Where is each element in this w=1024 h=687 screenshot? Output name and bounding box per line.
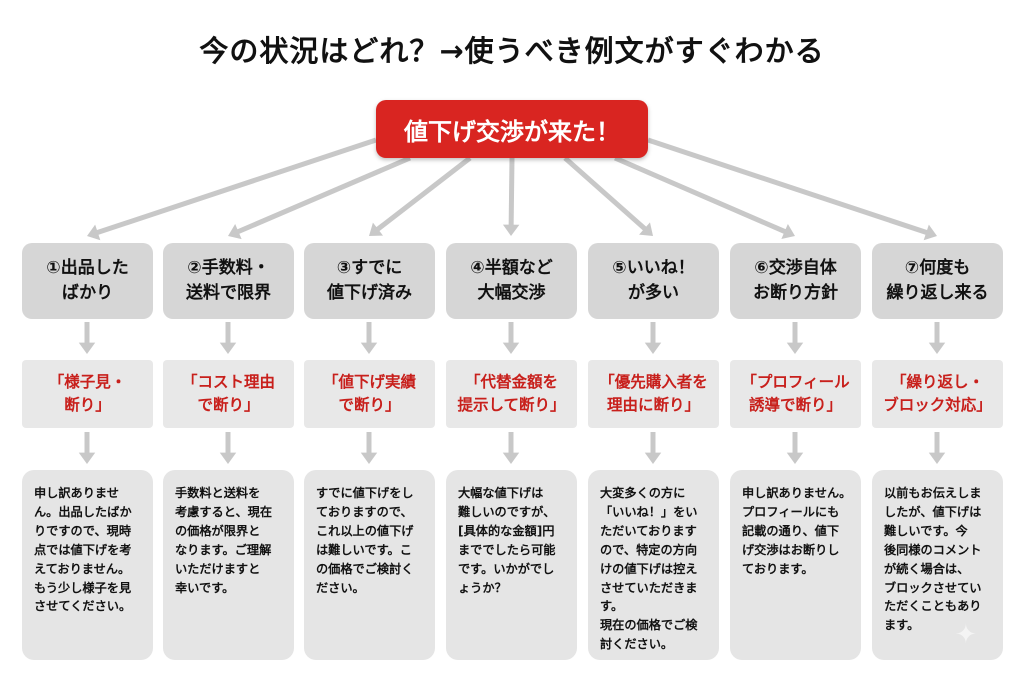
strategy-node: 「プロフィール 誘導で断り」 bbox=[730, 360, 861, 428]
example-text-box: 申し訳ありません。 プロフィールにも 記載の通り、値下 げ交渉はお断りし ており… bbox=[730, 470, 861, 660]
example-text-box: 手数料と送料を 考慮すると、現在 の価格が限界と なります。ご理解 いただけます… bbox=[163, 470, 294, 660]
page-title: 今の状況はどれ？→使うべき例文がすぐわかる bbox=[199, 34, 825, 68]
root-to-situation-arrow bbox=[502, 157, 520, 236]
root-to-situation-arrow bbox=[87, 137, 377, 241]
strategy-node: 「優先購入者を 理由に断り」 bbox=[588, 360, 719, 428]
situation-node: ①出品した ばかり bbox=[22, 243, 153, 319]
situation-node: ④半額など 大幅交渉 bbox=[446, 243, 577, 319]
root-to-situation-arrow bbox=[614, 155, 795, 240]
strategy-to-example-arrow bbox=[644, 432, 662, 464]
situation-node: ③すでに 値下げ済み bbox=[304, 243, 435, 319]
strategy-to-example-arrow bbox=[78, 432, 96, 464]
situation-node: ②手数料・ 送料で限界 bbox=[163, 243, 294, 319]
strategy-to-example-arrow bbox=[219, 432, 237, 464]
situation-to-strategy-arrow bbox=[219, 322, 237, 354]
example-text-box: 以前もお伝えしま したが、値下げは 難しいです。今 後同様のコメント が続く場合… bbox=[872, 470, 1003, 660]
example-text-box: すでに値下げをし ておりますので、 これ以上の値下げ は難しいです。こ の価格で… bbox=[304, 470, 435, 660]
strategy-node: 「コスト理由 で断り」 bbox=[163, 360, 294, 428]
situation-to-strategy-arrow bbox=[644, 322, 662, 354]
strategy-to-example-arrow bbox=[502, 432, 520, 464]
situation-node: ⑦何度も 繰り返し来る bbox=[872, 243, 1003, 319]
root-to-situation-arrow bbox=[369, 156, 472, 236]
situation-node: ⑥交渉自体 お断り方針 bbox=[730, 243, 861, 319]
root-to-situation-arrow bbox=[228, 155, 411, 240]
root-to-situation-arrow bbox=[563, 156, 653, 236]
root-to-situation-arrow bbox=[647, 137, 937, 241]
strategy-to-example-arrow bbox=[928, 432, 946, 464]
sparkle-icon: ✦ bbox=[955, 620, 977, 650]
situation-to-strategy-arrow bbox=[928, 322, 946, 354]
example-text-box: 申し訳ありませ ん。出品したばか りですので、現時 点では値下げを考 えておりま… bbox=[22, 470, 153, 660]
example-text-box: 大変多くの方に 「いいね！」をい ただいております ので、特定の方向 けの値下げ… bbox=[588, 470, 719, 660]
root-node: 値下げ交渉が来た！ bbox=[376, 100, 648, 158]
strategy-to-example-arrow bbox=[360, 432, 378, 464]
strategy-node: 「代替金額を 提示して断り」 bbox=[446, 360, 577, 428]
strategy-node: 「様子見・ 断り」 bbox=[22, 360, 153, 428]
situation-to-strategy-arrow bbox=[78, 322, 96, 354]
strategy-to-example-arrow bbox=[786, 432, 804, 464]
situation-to-strategy-arrow bbox=[360, 322, 378, 354]
strategy-node: 「値下げ実績 で断り」 bbox=[304, 360, 435, 428]
strategy-node: 「繰り返し・ ブロック対応」 bbox=[872, 360, 1003, 428]
situation-to-strategy-arrow bbox=[786, 322, 804, 354]
situation-to-strategy-arrow bbox=[502, 322, 520, 354]
situation-node: ⑤いいね！ が多い bbox=[588, 243, 719, 319]
example-text-box: 大幅な値下げは 難しいのですが、 [具体的な金額]円 まででしたら可能 です。い… bbox=[446, 470, 577, 660]
